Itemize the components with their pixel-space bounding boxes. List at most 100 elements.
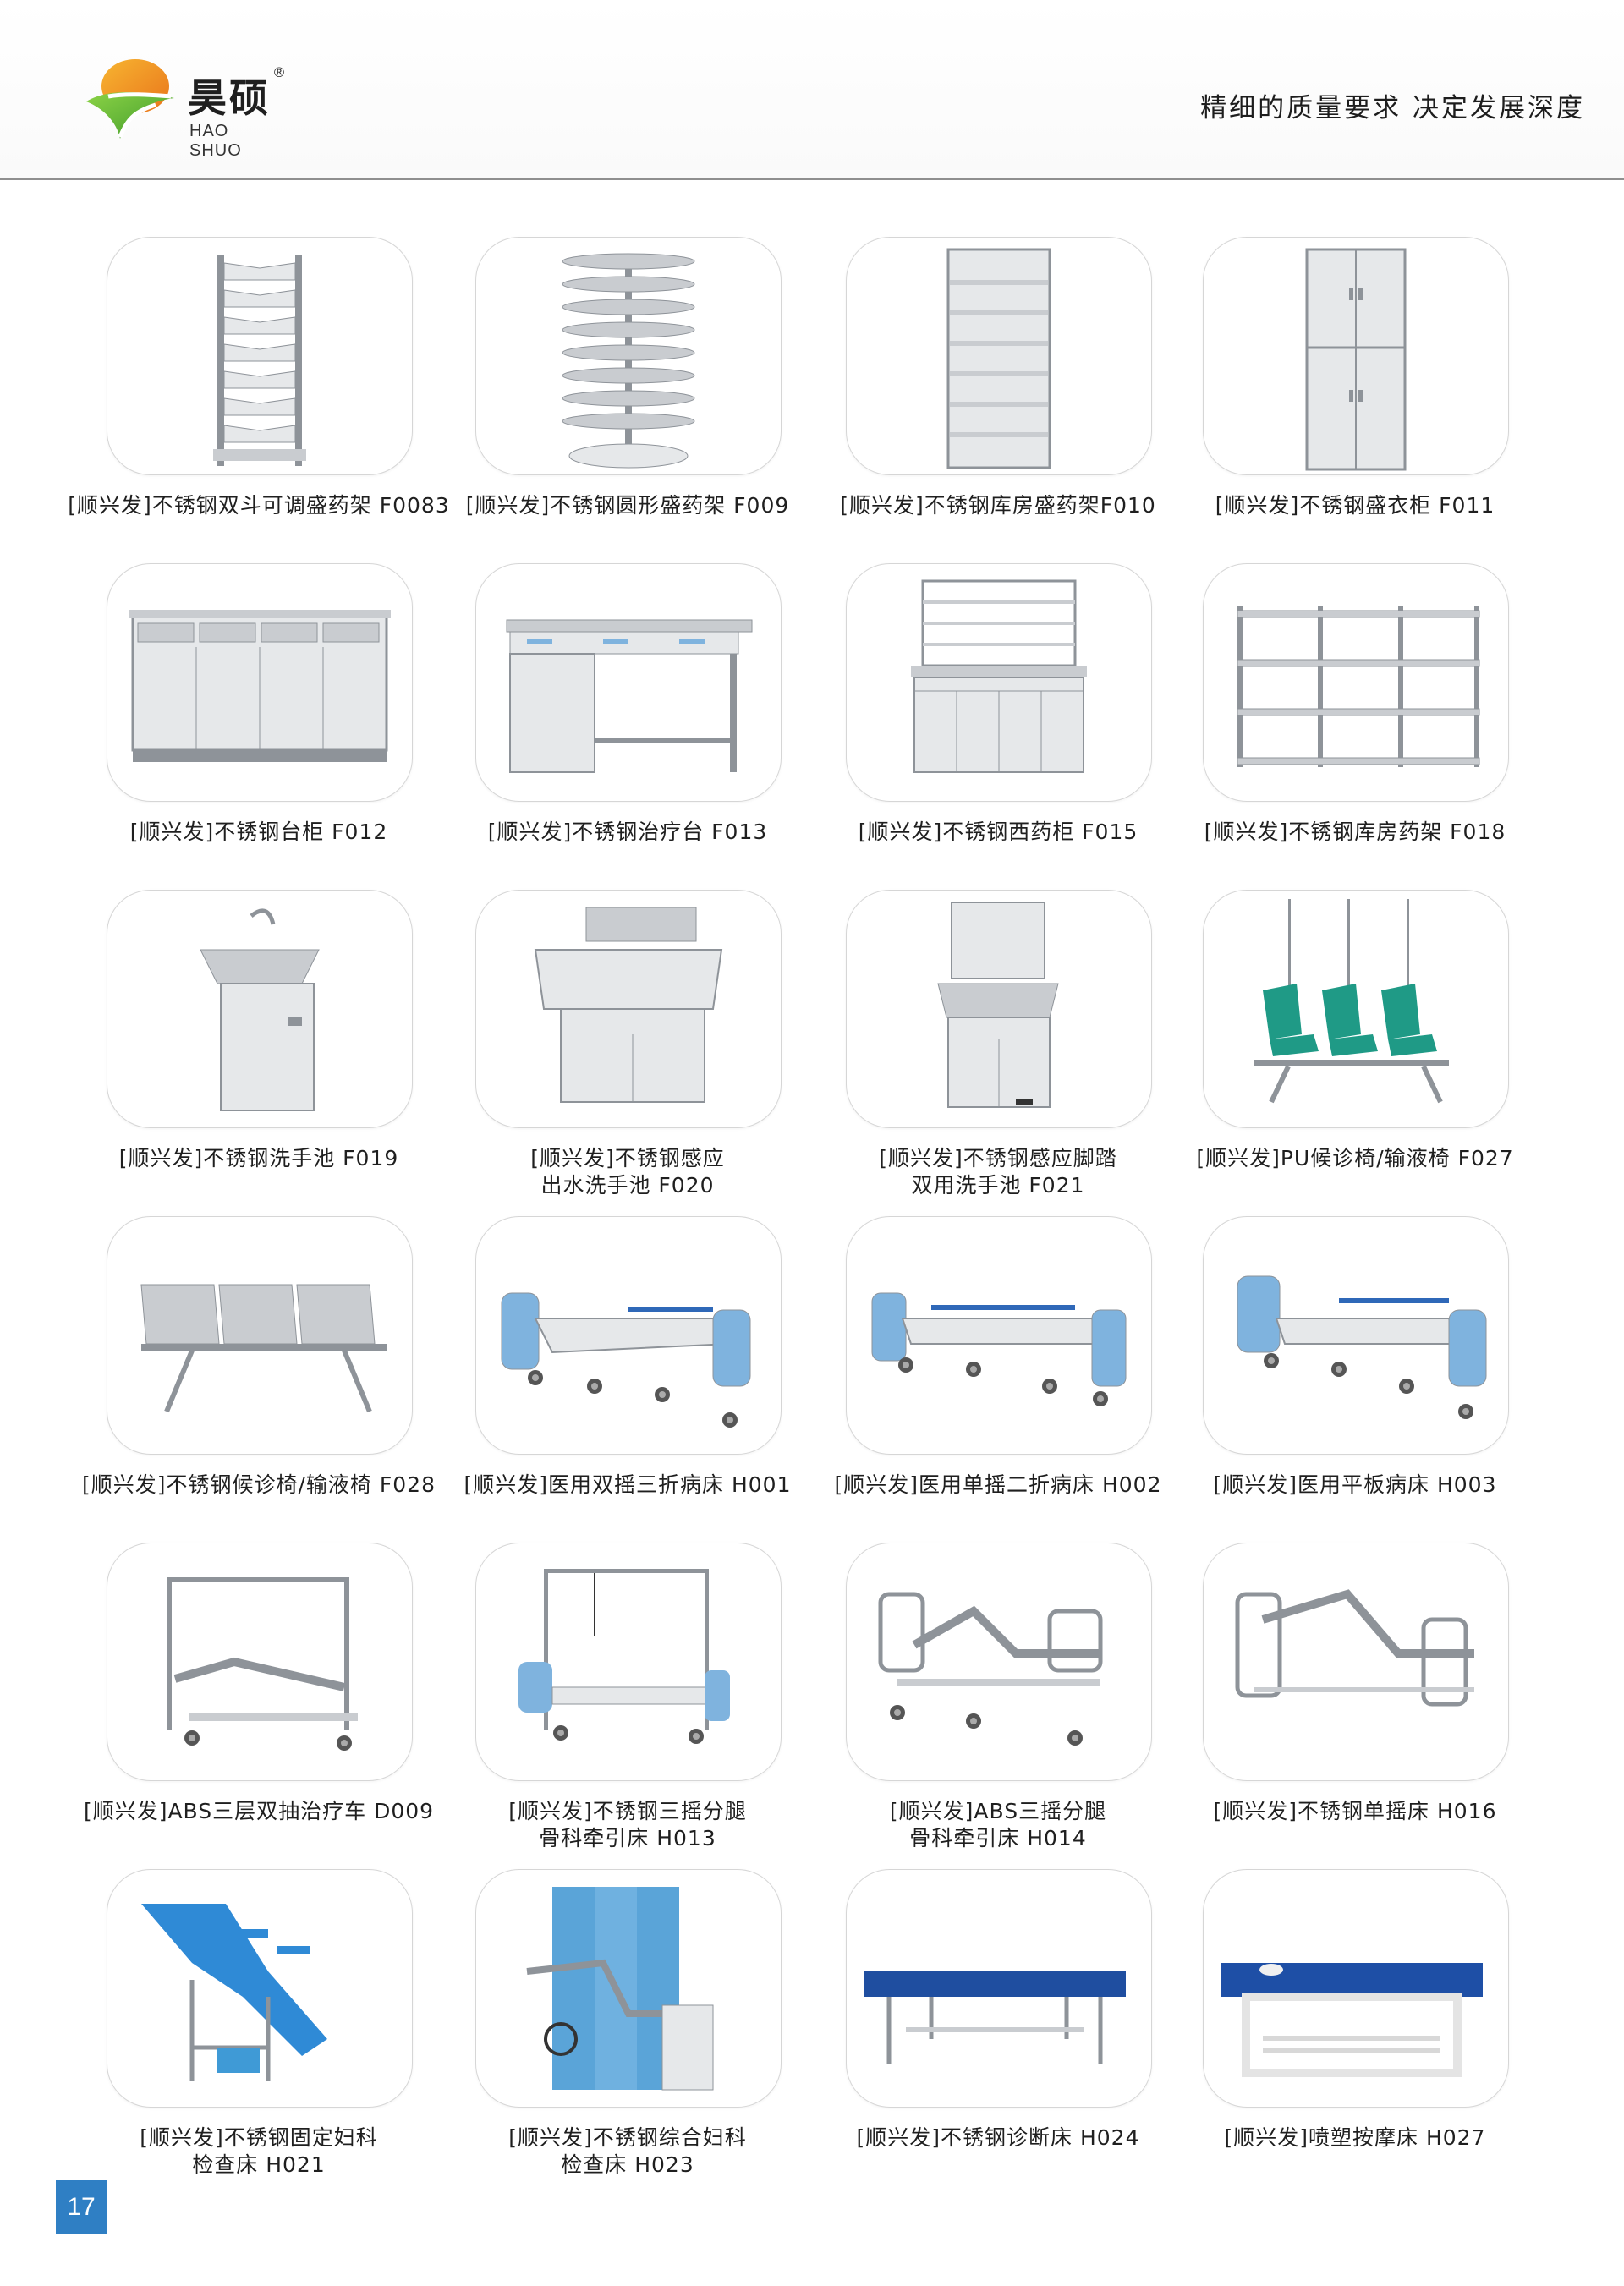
product-caption: [顺兴发]ABS三层双抽治疗车 D009 [56,1798,462,1825]
product-caption: [顺兴发]不锈钢候诊椅/输液椅 F028 [56,1472,462,1499]
product-caption: [顺兴发]不锈钢台柜 F012 [56,819,462,846]
product-caption: [顺兴发]不锈钢单摇床 H016 [1152,1798,1558,1825]
product-caption-line1: [顺兴发]医用平板病床 H003 [1213,1472,1497,1497]
steel-chair-icon [140,1284,387,1413]
exam-bed-icon [864,1971,1126,2064]
product-caption-line1: [顺兴发]不锈钢库房药架 F018 [1204,820,1506,844]
product-image[interactable] [846,1543,1152,1781]
product-caption: [顺兴发]不锈钢双斗可调盛药架 F0083 [56,492,462,519]
page-number: 17 [56,2180,107,2234]
brand-logo[interactable]: 昊硕 ® HAO SHUO [83,54,286,160]
steel-bed-icon [878,1592,1103,1746]
product-image[interactable] [475,1216,782,1455]
product-caption-line1: [顺兴发]喷塑按摩床 H027 [1224,2125,1486,2150]
product-image[interactable] [1203,1543,1509,1781]
sensor-sink-icon [534,907,723,1103]
product-image[interactable] [1203,1869,1509,2108]
product-caption: [顺兴发]不锈钢圆形盛药架 F009 [425,492,831,519]
product-caption: [顺兴发]PU候诊椅/输液椅 F027 [1152,1145,1558,1172]
product-caption-line1: [顺兴发]不锈钢盛衣柜 F011 [1215,493,1495,518]
product-caption-line2: 骨科牵引床 H014 [909,1826,1087,1850]
brand-name-english: HAO SHUO [189,122,242,160]
product-image[interactable] [107,563,413,802]
gyn-bed-icon [141,1904,327,2081]
product-caption-line2: 检查床 H021 [192,2152,326,2177]
product-caption-line1: [顺兴发]不锈钢西药柜 F015 [858,820,1138,844]
product-image[interactable] [107,237,413,475]
product-image[interactable] [475,1869,782,2108]
product-image[interactable] [475,237,782,475]
product-caption-line1: [顺兴发]不锈钢感应 [530,1146,725,1170]
treatment-desk-icon [506,619,753,773]
product-caption: [顺兴发]ABS三摇分腿骨科牵引床 H014 [795,1798,1201,1852]
product-image[interactable] [107,890,413,1128]
product-caption: [顺兴发]不锈钢洗手池 F019 [56,1145,462,1172]
product-image[interactable] [107,1216,413,1455]
storage-rack-icon [1237,606,1480,767]
product-caption: [顺兴发]不锈钢诊断床 H024 [795,2124,1201,2152]
product-image[interactable] [475,1543,782,1781]
product-image[interactable] [846,237,1152,475]
product-image[interactable] [475,890,782,1128]
product-image[interactable] [846,1216,1152,1455]
product-caption: [顺兴发]不锈钢感应脚踏双用洗手池 F021 [795,1145,1201,1199]
product-caption-line1: [顺兴发]不锈钢双斗可调盛药架 F0083 [68,493,450,518]
pu-chair-icon [1254,899,1449,1104]
product-caption-line1: [顺兴发]不锈钢库房盛药架F010 [840,493,1156,518]
slogan: 精细的质量要求 决定发展深度 [1200,93,1585,123]
wardrobe-icon [1305,248,1407,471]
product-image[interactable] [107,1869,413,2108]
product-image[interactable] [1203,890,1509,1128]
product-image[interactable] [475,563,782,802]
product-caption-line1: [顺兴发]不锈钢台柜 F012 [129,820,388,844]
traction-bed-abs-icon [167,1577,358,1751]
product-caption-line2: 出水洗手池 F020 [540,1173,715,1198]
product-caption-line1: [顺兴发]ABS三层双抽治疗车 D009 [83,1799,435,1823]
product-caption: [顺兴发]不锈钢西药柜 F015 [795,819,1201,846]
product-caption-line1: [顺兴发]不锈钢感应脚踏 [879,1146,1117,1170]
product-caption-line1: [顺兴发]不锈钢圆形盛药架 F009 [465,493,790,518]
registered-mark: ® [272,64,286,80]
product-caption: [顺兴发]不锈钢库房盛药架F010 [795,492,1201,519]
product-caption: [顺兴发]喷塑按摩床 H027 [1152,2124,1558,2152]
product-caption-line1: [顺兴发]不锈钢洗手池 F019 [118,1146,399,1170]
product-caption: [顺兴发]医用单摇二折病床 H002 [795,1472,1201,1499]
product-caption-line1: [顺兴发]ABS三摇分腿 [889,1799,1107,1823]
product-image[interactable] [846,890,1152,1128]
header-divider [0,178,1624,180]
product-caption: [顺兴发]不锈钢感应出水洗手池 F020 [425,1145,831,1199]
bed-flat-icon [1237,1275,1487,1419]
logo-mark-icon [86,59,174,139]
product-caption-line1: [顺兴发]不锈钢综合妇科 [508,2125,747,2150]
bed-single-crank-icon [871,1292,1127,1406]
product-image[interactable] [1203,237,1509,475]
product-image[interactable] [846,563,1152,802]
product-caption-line1: [顺兴发]医用双摇三折病床 H001 [464,1472,792,1497]
medicine-cabinet-icon [911,579,1087,773]
product-caption: [顺兴发]医用平板病床 H003 [1152,1472,1558,1499]
product-caption-line1: [顺兴发]不锈钢候诊椅/输液椅 F028 [82,1472,436,1497]
product-image[interactable] [107,1543,413,1781]
gyn-station-icon [526,1887,714,2091]
product-caption-line1: [顺兴发]PU候诊椅/输液椅 F027 [1196,1146,1514,1170]
product-image[interactable] [1203,563,1509,802]
massage-bed-icon [1221,1963,1483,2077]
sink-icon [200,908,320,1111]
product-caption-line2: 检查床 H023 [561,2152,694,2177]
product-caption-line2: 骨科牵引床 H013 [539,1826,716,1850]
page-header: 昊硕 ® HAO SHUO 精细的质量要求 决定发展深度 [0,0,1624,179]
product-caption-line1: [顺兴发]不锈钢固定妇科 [140,2125,378,2150]
product-caption-line1: [顺兴发]不锈钢三摇分腿 [508,1799,747,1823]
double-bin-rack-icon [213,255,306,466]
bed-double-crank-icon [501,1292,751,1428]
product-image[interactable] [1203,1216,1509,1455]
product-caption: [顺兴发]不锈钢盛衣柜 F011 [1152,492,1558,519]
product-caption-line1: [顺兴发]不锈钢诊断床 H024 [856,2125,1140,2150]
product-caption-line1: [顺兴发]不锈钢单摇床 H016 [1213,1799,1497,1823]
product-caption: [顺兴发]不锈钢综合妇科检查床 H023 [425,2124,831,2179]
open-shelf-icon [946,248,1051,469]
traction-bed-icon [518,1569,730,1744]
product-caption-line2: 双用洗手池 F021 [911,1173,1085,1198]
product-image[interactable] [846,1869,1152,2108]
